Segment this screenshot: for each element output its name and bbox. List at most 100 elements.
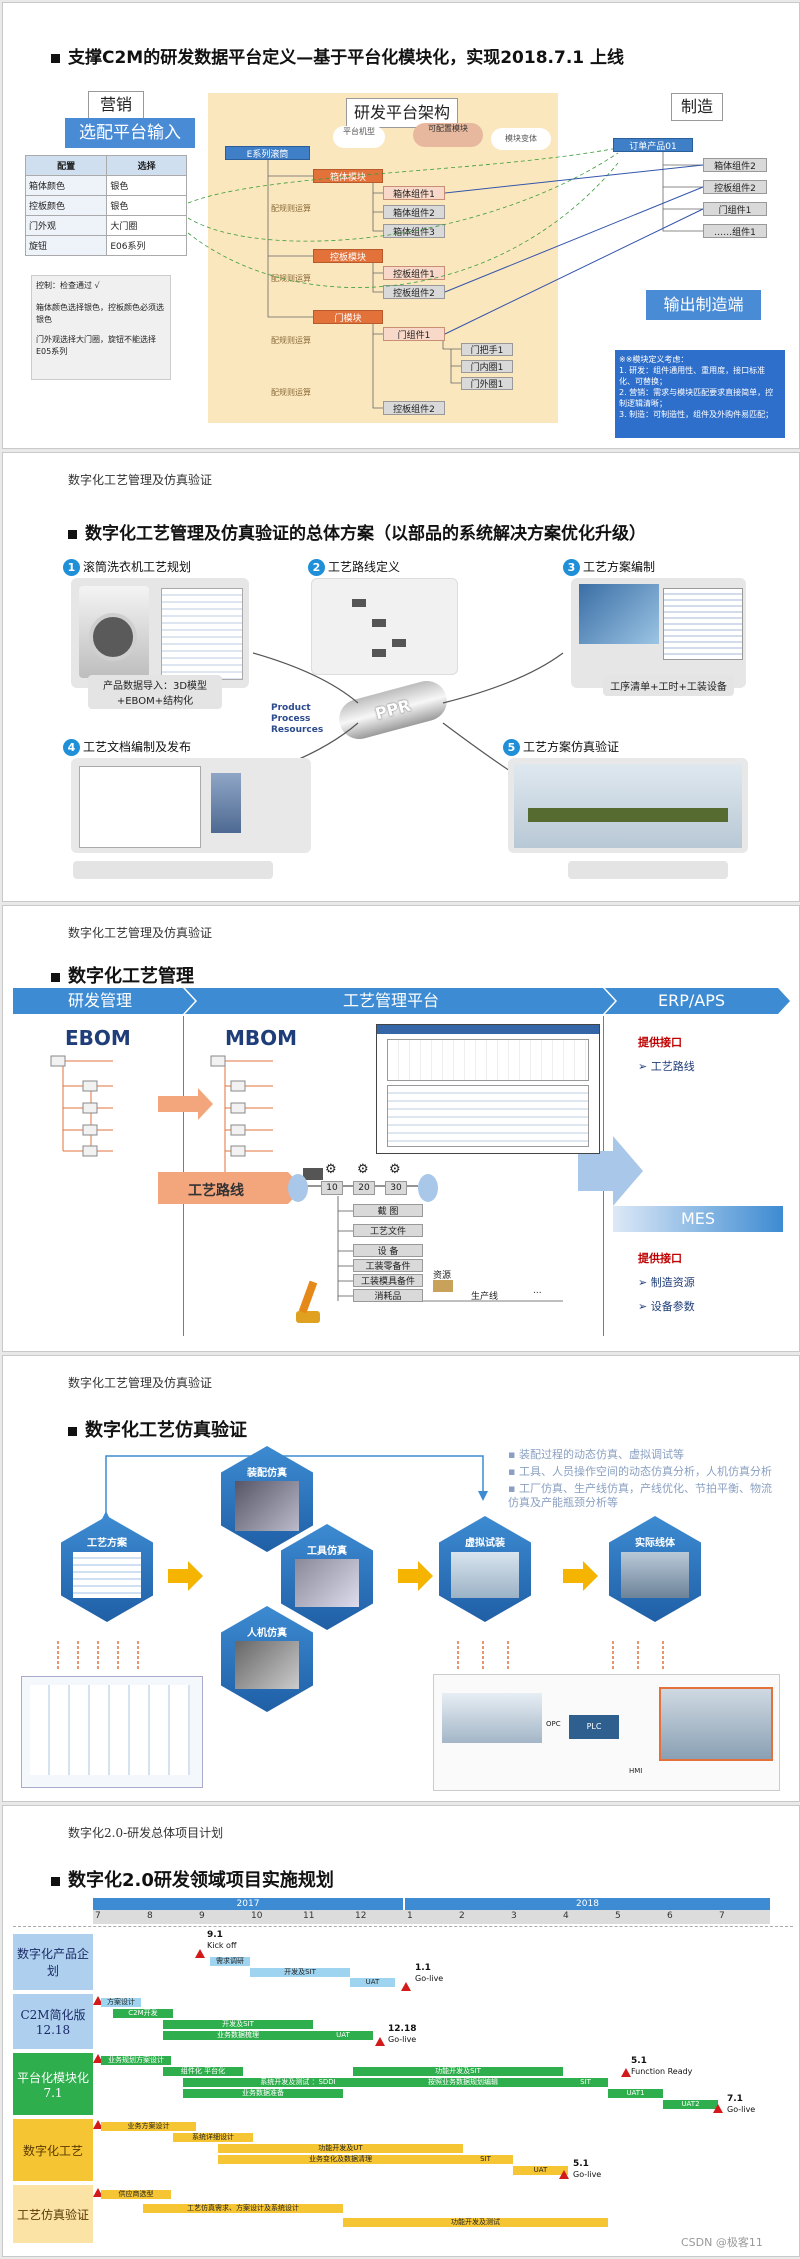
ellipsis: ... (533, 1286, 542, 1296)
module-box: 门模块 (313, 310, 383, 324)
month-label: 7 (719, 1911, 725, 1921)
slide-subtitle: 数字化工艺管理及仿真验证 (68, 473, 213, 487)
hex-model-icon (235, 1481, 299, 1531)
module-box: 控板模块 (313, 249, 383, 263)
slide-subtitle: 数字化工艺管理及仿真验证 (68, 1376, 213, 1390)
month-label: 5 (615, 1911, 621, 1921)
mes-item: ➢ 设备参数 (638, 1300, 695, 1313)
process-loop (57, 1455, 664, 1671)
door-part: 门外圈1 (461, 377, 513, 390)
document-icon (79, 766, 201, 848)
rule-text-1: 箱体颜色选择银色，控板颜色必须选银色 (36, 303, 164, 324)
month-label: 7 (95, 1911, 101, 1921)
robot-arm-icon (298, 1280, 318, 1314)
order-item: 控板组件2 (703, 180, 767, 194)
bar: 方案设计 (101, 1998, 141, 2007)
order-item: 箱体组件2 (703, 158, 767, 172)
bar: 组件化 平台化 (163, 2067, 243, 2076)
bar: C2M开发 (113, 2009, 173, 2018)
band-rd: 研发管理 (68, 991, 133, 1010)
bullet: ▪ 工具、人员操作空间的动态仿真分析，人机仿真分析 (508, 1465, 772, 1478)
root-node: E系列滚筒 (225, 146, 310, 160)
table-icon (387, 1085, 589, 1147)
hex-screen-icon (73, 1552, 141, 1598)
module-box: 箱体模块 (313, 169, 383, 183)
drawing-icon (387, 1039, 589, 1081)
milestone-text: Function Ready (631, 2067, 693, 2076)
phase-band (13, 988, 790, 1014)
slide-title: 支撑C2M的研发数据平台定义—基于平台化模块化，实现2018.7.1 上线 (51, 43, 624, 68)
month-label: 10 (251, 1911, 263, 1921)
bar: 功能开发及SIT (353, 2067, 563, 2076)
milestone-icon (559, 2170, 569, 2179)
route-node-icon (352, 599, 366, 607)
bar: UAT (313, 2031, 373, 2040)
caption-3: 工序清单+工时+工装设备 (603, 675, 734, 696)
factory-icon (514, 764, 742, 848)
arrow-icon: ➢ (638, 1060, 651, 1073)
opc-label: OPC (546, 1720, 561, 1728)
milestone-date: 5.1 (631, 2056, 647, 2066)
slide-title: 数字化工艺管理及仿真验证的总体方案（以部品的系统解决方案优化升级） (68, 519, 646, 544)
virtual-line-icon (442, 1693, 542, 1743)
milestone-text: Kick off (207, 1941, 237, 1950)
robot-base-icon (296, 1311, 320, 1323)
milestone-text: Go-live (573, 2170, 602, 2179)
slide-subtitle: 数字化工艺管理及仿真验证 (68, 926, 213, 940)
bullet-list: ▪ 装配过程的动态仿真、虚拟调试等 ▪ 工具、人员操作空间的动态仿真分析，人机仿… (508, 1448, 778, 1510)
bar: 业务数据准备 (183, 2089, 343, 2098)
gear-icon: ⚙ (325, 1162, 337, 1177)
plan-image (571, 578, 746, 688)
bar: 开发及SIT (250, 1968, 350, 1977)
hex-line-icon (451, 1552, 519, 1598)
month-label: 1 (407, 1911, 413, 1921)
bar: 按照业务数据规划编辑 (363, 2078, 563, 2087)
bar: 业务变化及数据清理 (218, 2155, 463, 2164)
screen-icon (663, 588, 743, 660)
row-label: 数字化工艺 (13, 2119, 93, 2181)
washer-drum-icon (89, 613, 137, 661)
arrow-icon: ➢ (638, 1300, 651, 1313)
process-flow-icon (30, 1685, 190, 1775)
arrow-icon: ➢ (638, 1276, 651, 1289)
route-image (311, 578, 458, 675)
year-2018: 2018 (405, 1898, 770, 1910)
door-part: 门内圈1 (461, 360, 513, 373)
caption-5 (568, 861, 728, 879)
tag-configurable: 可配置模块 (413, 123, 483, 147)
milestone-icon (93, 2120, 103, 2129)
resource-item: 设 备 (353, 1244, 423, 1257)
resource-item: 工艺文件 (353, 1224, 423, 1237)
process-screenshot (21, 1676, 203, 1788)
month-label: 12 (355, 1911, 367, 1921)
row-label: 平台化模块化 7.1 (13, 2053, 93, 2115)
document-image (71, 758, 311, 853)
month-label: 8 (147, 1911, 153, 1921)
bar: UAT2 (663, 2100, 718, 2109)
check-text: 控制：检查通过 √ (36, 281, 100, 290)
hex-human-icon (235, 1641, 299, 1689)
bar: 业务规划方案设计 (101, 2056, 171, 2065)
part-model-icon (211, 773, 241, 833)
washer-image (71, 578, 249, 688)
month-row (93, 1910, 770, 1924)
output-label: 输出制造端 (646, 290, 761, 320)
hex-tool-icon (295, 1559, 359, 1607)
bar: UAT (513, 2166, 568, 2175)
hmi-label: HMI (629, 1767, 643, 1775)
manufacture-label: 制造 (671, 93, 723, 121)
mes-band: MES (613, 1206, 783, 1232)
milestone-icon (375, 2037, 385, 2046)
arch-title: 研发平台架构 (346, 98, 458, 128)
bar: 需求调研 (210, 1957, 250, 1966)
route-label: 工艺路线 (188, 1183, 244, 1199)
milestone-icon (93, 2054, 103, 2063)
month-label: 6 (667, 1911, 673, 1921)
component-box: 箱体组件2 (383, 205, 445, 219)
resource-item: 截 图 (353, 1204, 423, 1217)
resource-label: 资源 (433, 1271, 452, 1281)
hex-label: 装配仿真 (247, 1468, 287, 1479)
